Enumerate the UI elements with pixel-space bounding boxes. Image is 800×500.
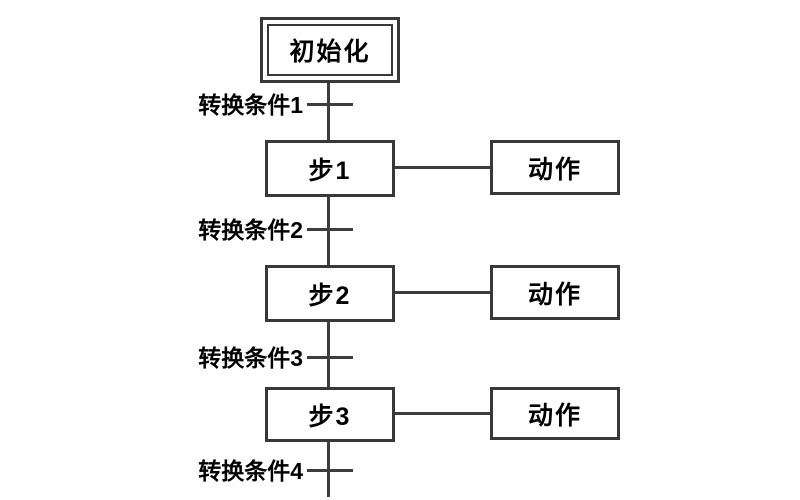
action-connector-3 bbox=[393, 412, 492, 415]
init-step-label: 初始化 bbox=[267, 24, 393, 76]
init-step-box: 初始化 bbox=[260, 17, 400, 83]
transition-label-2: 转换条件2 bbox=[198, 217, 303, 243]
step-box-3: 步3 bbox=[265, 387, 395, 442]
action-connector-1 bbox=[393, 166, 492, 169]
transition-label-3: 转换条件3 bbox=[198, 345, 303, 371]
action-connector-2 bbox=[393, 291, 492, 294]
action-box-1: 动作 bbox=[490, 140, 620, 195]
transition-label-4: 转换条件4 bbox=[198, 458, 303, 484]
transition-tick-3 bbox=[307, 356, 353, 359]
action-box-3: 动作 bbox=[490, 387, 620, 440]
transition-tick-4 bbox=[307, 469, 353, 472]
action-box-2: 动作 bbox=[490, 265, 620, 320]
transition-label-1: 转换条件1 bbox=[198, 92, 303, 118]
step-box-1: 步1 bbox=[265, 140, 395, 197]
transition-tick-2 bbox=[307, 228, 353, 231]
transition-tick-1 bbox=[307, 103, 353, 106]
step-box-2: 步2 bbox=[265, 265, 395, 322]
